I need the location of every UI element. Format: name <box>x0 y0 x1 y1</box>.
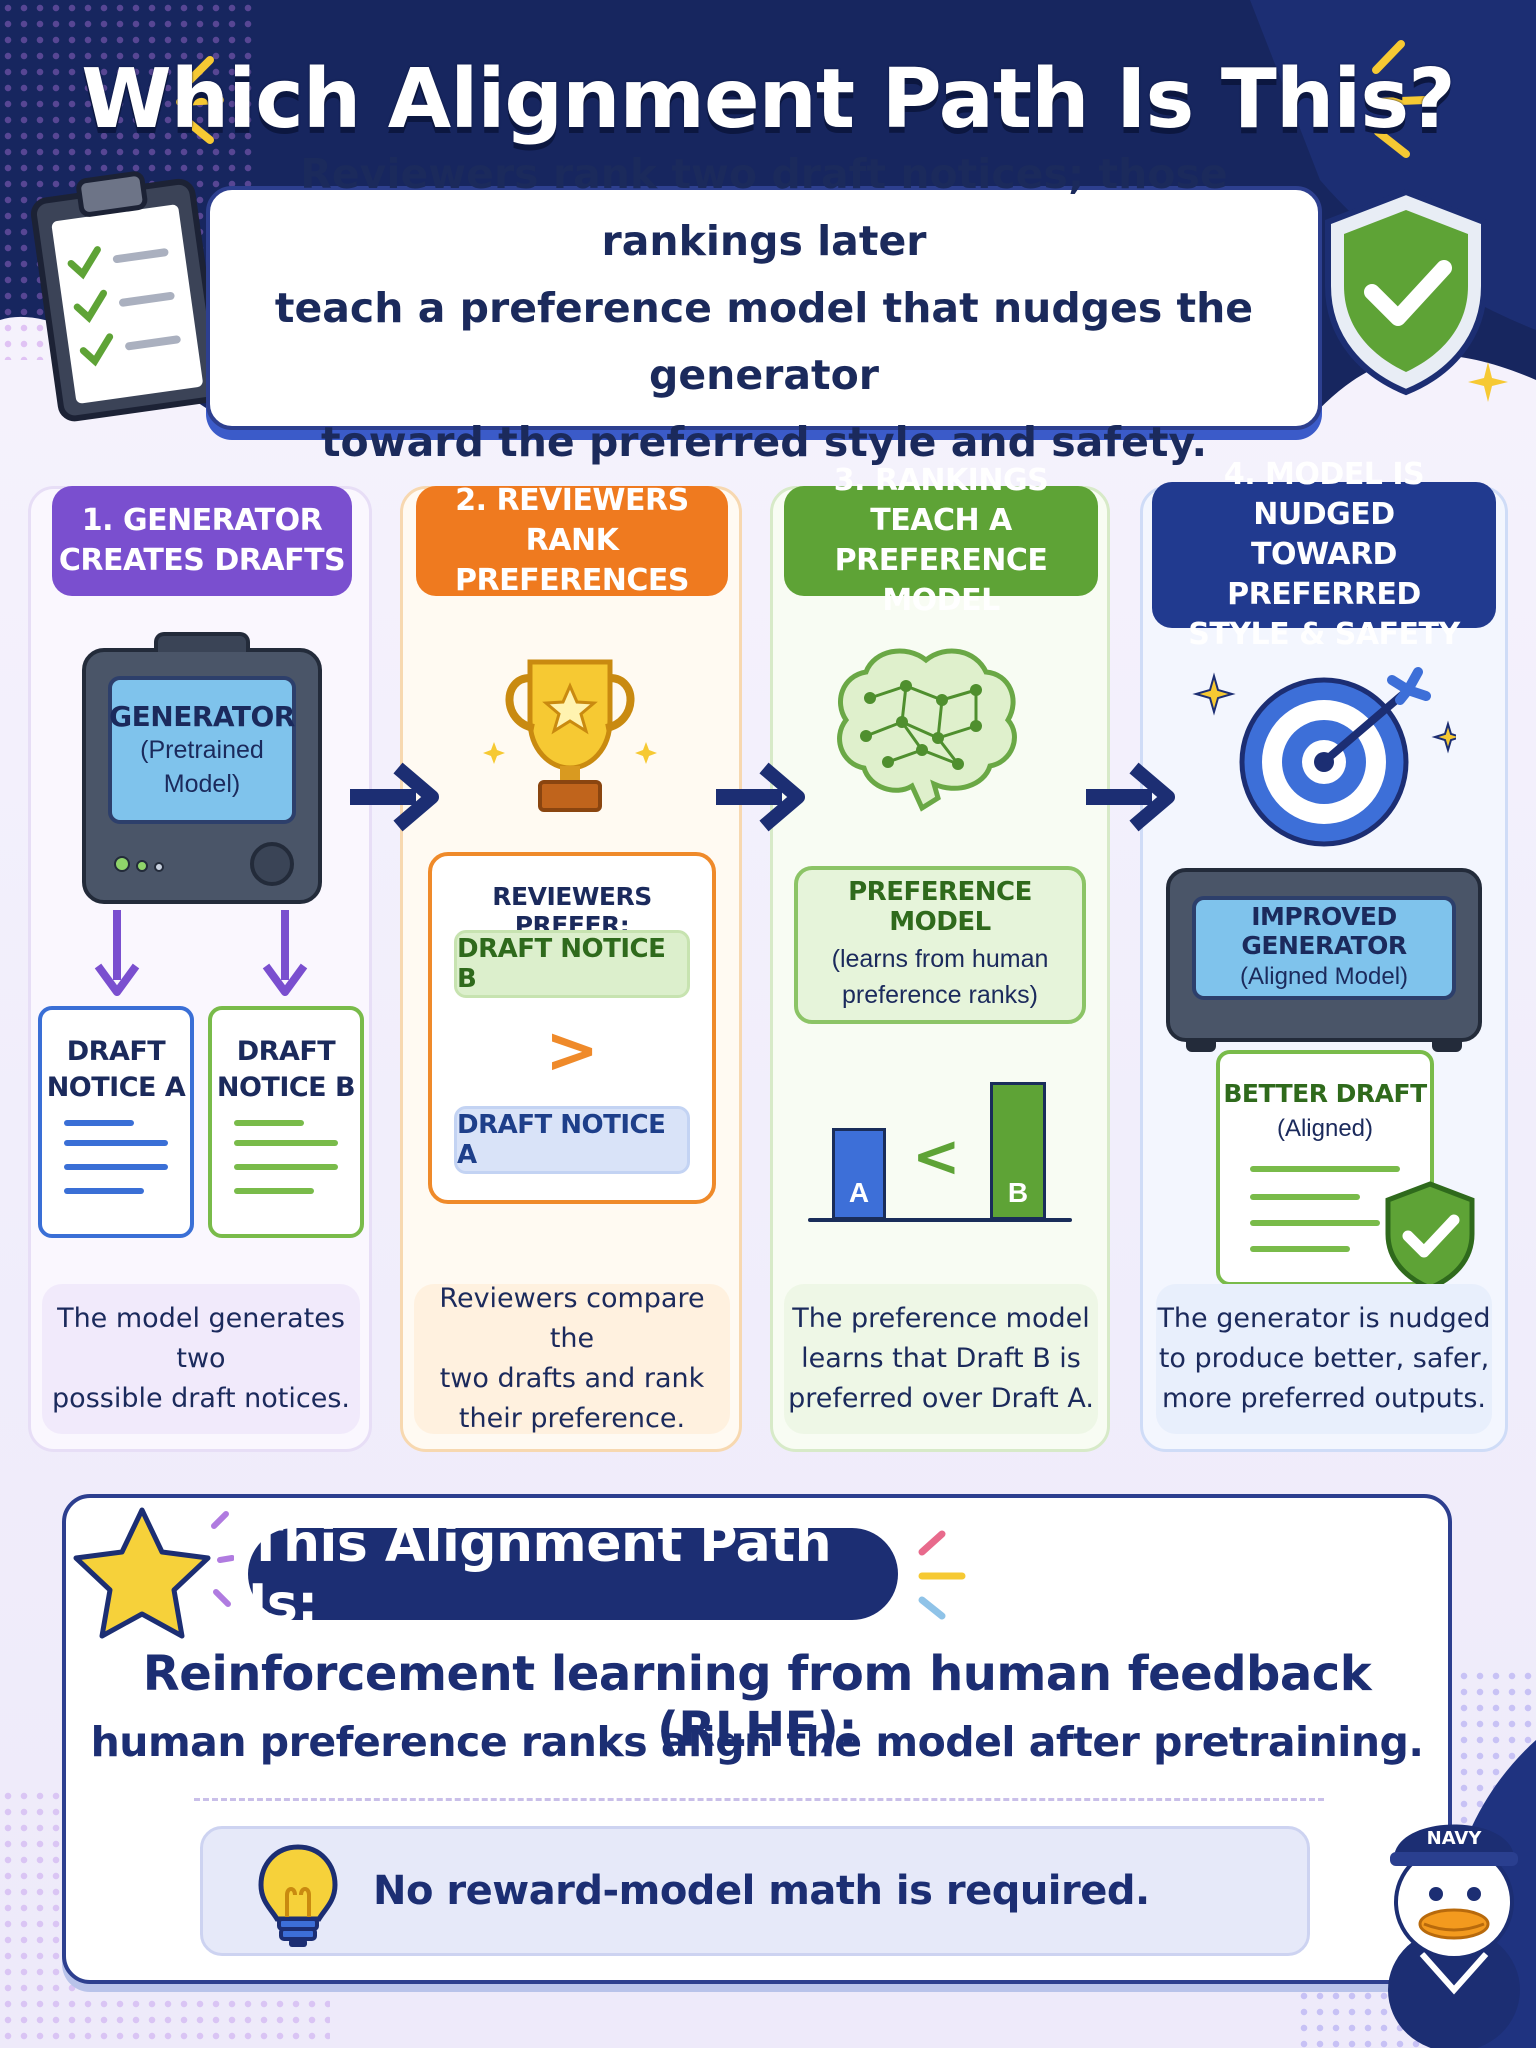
device-top-knob <box>154 632 250 652</box>
shield-check-icon <box>1385 1181 1475 1291</box>
device-leds <box>114 856 170 877</box>
intro-text: Reviewers rank two draft notices; those … <box>260 141 1268 476</box>
device-foot <box>1186 1040 1216 1052</box>
arrow-down-icon <box>94 910 140 996</box>
answer-line-2: human preference ranks align the model a… <box>90 1718 1424 1766</box>
improved-generator-device: IMPROVED GENERATOR (Aligned Model) <box>1166 868 1482 1042</box>
sparkle-icon <box>1468 362 1508 402</box>
preference-model-box: PREFERENCE MODEL (learns from human pref… <box>794 866 1086 1024</box>
divider <box>194 1798 1324 1801</box>
generator-sub-1: (Pretrained <box>140 735 264 764</box>
better-draft-sub: (Aligned) <box>1276 1115 1374 1142</box>
star-icon <box>73 1507 234 1639</box>
sparkle-lines-icon <box>1372 40 1430 158</box>
less-than-symbol: < <box>912 1122 961 1190</box>
mascot-cap-text: NAVY <box>1427 1828 1483 1849</box>
better-draft-title: BETTER DRAFT <box>1223 1079 1427 1108</box>
improved-generator-screen: IMPROVED GENERATOR (Aligned Model) <box>1192 896 1456 1000</box>
device-dial <box>250 842 294 886</box>
preference-model-name: PREFERENCE MODEL <box>848 877 1032 937</box>
note-text: No reward-model math is required. <box>373 1868 1150 1914</box>
bar-b-label: B <box>1007 1177 1029 1208</box>
generator-name: GENERATOR <box>109 699 295 733</box>
bar-b: B <box>990 1082 1046 1220</box>
sparkle-lines-icon <box>918 1530 966 1620</box>
preference-model-sub-1: (learns from human <box>831 945 1049 973</box>
intro-box: Reviewers rank two draft notices; those … <box>206 150 1322 466</box>
greater-than-symbol: > <box>545 1014 599 1088</box>
arrow-right-icon <box>350 762 439 832</box>
generator-screen: GENERATOR (Pretrained Model) <box>108 676 296 824</box>
duck-mascot-icon: NAVY <box>1388 1824 1520 2048</box>
answer-line-1: Reinforcement learning from human feedba… <box>142 1646 1372 1758</box>
bar-a-label: A <box>848 1177 870 1208</box>
improved-generator-name: IMPROVED GENERATOR <box>1241 902 1407 960</box>
preference-model-sub-2: preference ranks) <box>842 981 1038 1009</box>
clipboard-icon <box>30 171 223 422</box>
intro-line-2: teach a preference model that nudges the… <box>274 283 1254 399</box>
lightbulb-icon <box>258 1844 338 1947</box>
target-icon <box>1192 667 1456 847</box>
better-draft-card: BETTER DRAFT (Aligned) <box>1216 1050 1434 1286</box>
sparkle-lines-icon <box>176 56 224 144</box>
note-box: No reward-model math is required. <box>200 1826 1310 1956</box>
generator-sub-2: Model) <box>163 769 241 798</box>
bar-baseline <box>808 1218 1072 1222</box>
trophy-icon <box>483 659 657 812</box>
answer-pill-title: This Alignment Path Is: <box>248 1514 898 1634</box>
brain-icon <box>837 648 1017 812</box>
reviewers-prefer-box: REVIEWERS PREFER: DRAFT NOTICE B > DRAFT… <box>428 852 716 1204</box>
intro-line-1: Reviewers rank two draft notices; those … <box>300 149 1228 265</box>
less-preferred-draft-a: DRAFT NOTICE A <box>454 1106 690 1174</box>
arrow-right-icon <box>1086 762 1175 832</box>
arrow-right-icon <box>716 762 805 832</box>
intro-line-3: toward the preferred style and safety. <box>320 417 1208 466</box>
arrow-down-icon <box>262 910 308 996</box>
page-title: Which Alignment Path Is This? <box>81 52 1455 147</box>
improved-generator-sub: (Aligned Model) <box>1239 963 1409 990</box>
device-foot <box>1432 1040 1462 1052</box>
bar-a: A <box>832 1128 886 1220</box>
generator-device: GENERATOR (Pretrained Model) <box>82 632 322 904</box>
preferred-draft-b: DRAFT NOTICE B <box>454 930 690 998</box>
shield-check-icon <box>1325 188 1487 396</box>
